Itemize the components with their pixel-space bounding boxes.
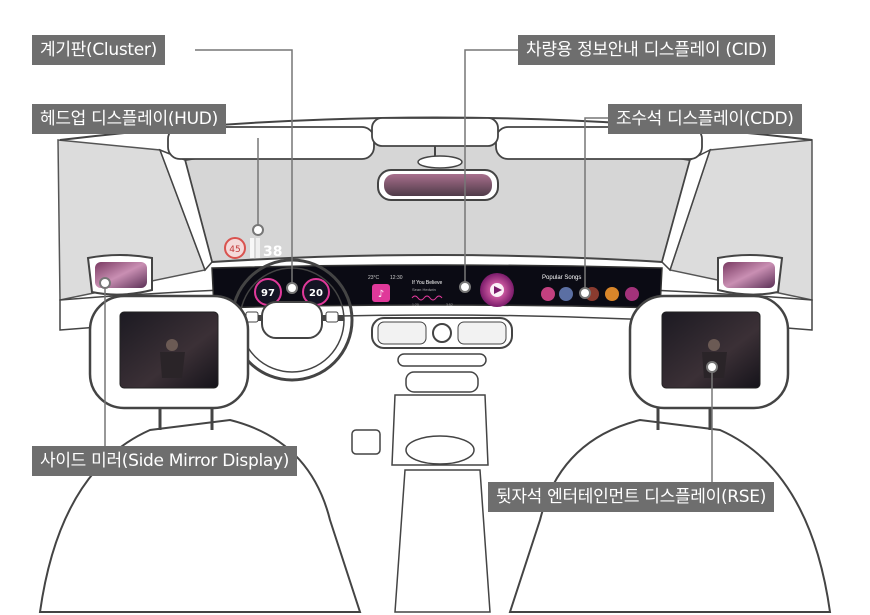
- center-console: [351, 317, 513, 613]
- hud-speed-limit: 45: [229, 245, 240, 255]
- label-cid: 차량용 정보안내 디스플레이 (CID): [518, 35, 776, 65]
- cluster-right-gauge-value: 20: [309, 288, 323, 299]
- marker-cdd: [579, 287, 591, 299]
- marker-rse: [706, 361, 718, 373]
- song-thumb-2: [559, 287, 573, 301]
- hud-speed: 38: [263, 244, 282, 260]
- marker-hud: [252, 224, 264, 236]
- leader-lines: [104, 49, 713, 482]
- marker-dots: [99, 224, 718, 373]
- cluster-screen: 97 20: [254, 278, 330, 306]
- label-cdd: 조수석 디스플레이(CDD): [608, 104, 802, 134]
- center-armrest: [394, 469, 491, 613]
- marker-cluster: [286, 282, 298, 294]
- song-thumb-5: [625, 287, 639, 301]
- music-note-icon: ♪: [378, 289, 384, 300]
- cid-temperature: 23°C: [368, 275, 380, 281]
- cid-track-title: If You Believe: [412, 280, 443, 286]
- cid-track-artist: Sean Hedwin: [412, 287, 436, 292]
- song-thumb-4: [605, 287, 619, 301]
- cid-duration: 3:52: [446, 303, 453, 307]
- cid-elapsed: 1:20: [412, 303, 419, 307]
- cluster-left-gauge-value: 97: [261, 288, 275, 299]
- rearview-mirror-image: [384, 174, 492, 196]
- play-icon: [494, 286, 502, 294]
- cdd-heading: Popular Songs: [542, 275, 581, 281]
- song-thumb-1: [541, 287, 555, 301]
- side-mirror-right-display: [723, 262, 775, 288]
- label-hud: 헤드업 디스플레이(HUD): [32, 104, 226, 134]
- label-side-mirror: 사이드 미러(Side Mirror Display): [32, 446, 298, 476]
- console-knob: [432, 323, 452, 343]
- overhead-console: [371, 117, 499, 147]
- label-rse: 뒷자석 엔터테인먼트 디스플레이(RSE): [488, 482, 775, 512]
- marker-cid: [459, 281, 471, 293]
- seat-right: [508, 418, 832, 613]
- cid-clock: 12:30: [390, 275, 403, 281]
- gear-selector: [405, 435, 475, 465]
- cid-screen: 23°C 12:30 ♪ If You Believe Sean Hedwin …: [368, 273, 514, 307]
- label-cluster: 계기판(Cluster): [32, 35, 165, 65]
- marker-side-mirror: [99, 277, 111, 289]
- cid-waveform: [411, 295, 443, 301]
- cid-music-tile: [372, 284, 390, 302]
- hud-projection: 45 38: [224, 237, 282, 260]
